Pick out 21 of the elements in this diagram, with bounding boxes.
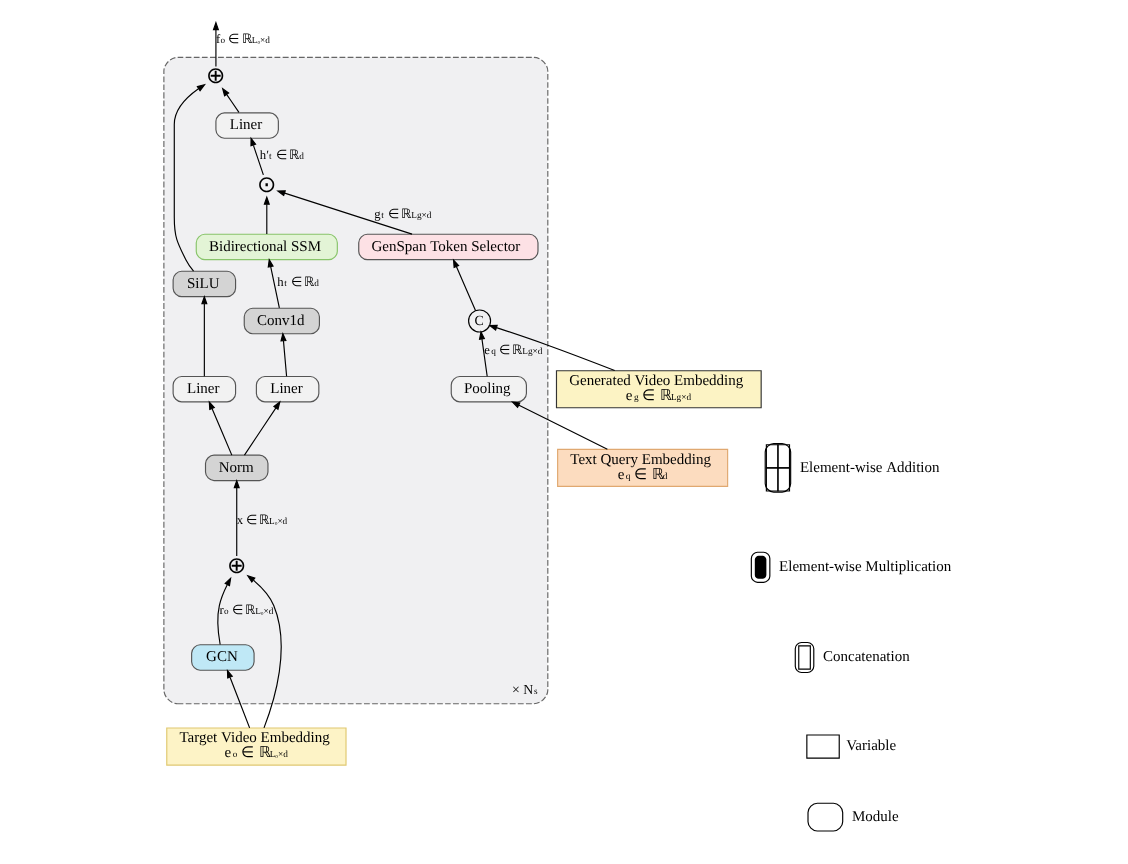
arrow	[280, 332, 288, 377]
arrow	[233, 478, 240, 557]
arrow	[250, 136, 264, 176]
node-text: ⊕	[226, 551, 247, 580]
arrow	[488, 324, 616, 372]
arrow	[510, 401, 608, 450]
arrow	[173, 83, 206, 272]
arrow	[217, 576, 232, 646]
arrow	[263, 195, 271, 235]
arrow	[267, 258, 280, 309]
arrow	[478, 330, 488, 377]
arrow	[246, 574, 282, 729]
arrow	[208, 400, 233, 456]
arrow	[201, 295, 208, 377]
node-text: ⊙	[256, 170, 277, 199]
arrow	[226, 669, 251, 729]
arrow	[221, 87, 240, 113]
arrow	[243, 400, 281, 456]
arrow	[276, 190, 413, 235]
arrow	[452, 258, 477, 312]
node-text: ⊕	[206, 61, 226, 90]
